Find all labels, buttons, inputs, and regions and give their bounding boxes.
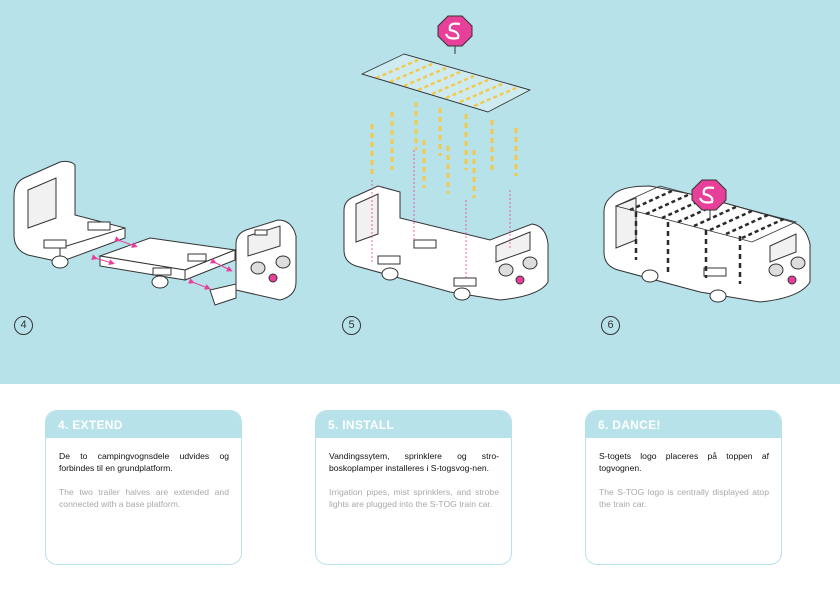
step-card-extend: 4. EXTEND De to campingvognsdele udvides…: [45, 410, 242, 565]
assembly-diagram: [13, 15, 811, 306]
card-title: 4. EXTEND: [46, 411, 241, 438]
step-number-5: 5: [342, 316, 361, 335]
step5-s-logo-sign: [437, 15, 473, 54]
step-card-install: 5. INSTALL Vandingssytem, sprinklere og …: [315, 410, 512, 565]
step-card-dance: 6. DANCE! S-togets logo placeres på topp…: [585, 410, 782, 565]
step5-pink-drop-lines: [371, 150, 511, 278]
illustration-panel: 4 5 6: [0, 0, 840, 384]
step4-train-front: [209, 219, 297, 306]
card-text-english: Irrigation pipes, mist sprinklers, and s…: [329, 487, 499, 509]
card-title: 6. DANCE!: [586, 411, 781, 438]
step4-pink-arrows: [91, 236, 233, 290]
step6-hanging-poles: [634, 212, 742, 284]
step5-light-grid: [360, 53, 532, 113]
card-text-danish: De to campingvognsdele udvides og forbin…: [59, 451, 229, 473]
step4-base-platform: [98, 237, 237, 289]
step6-s-logo-sign: [691, 179, 727, 220]
step-number-4: 4: [14, 316, 33, 335]
card-text-english: The S-TOG logo is centrally displayed at…: [599, 487, 769, 509]
card-text-danish: S-togets logo placeres på toppen af togv…: [599, 451, 769, 473]
card-title: 5. INSTALL: [316, 411, 511, 438]
step-number-6: 6: [601, 316, 620, 335]
step4-trailer-left: [13, 160, 126, 269]
step5-hanging-pipes: [370, 102, 518, 198]
card-text-danish: Vandingssytem, sprinklere og stro-boskop…: [329, 451, 499, 473]
card-text-english: The two trailer halves are extended and …: [59, 487, 229, 509]
step5-train-assembled: [343, 185, 549, 301]
